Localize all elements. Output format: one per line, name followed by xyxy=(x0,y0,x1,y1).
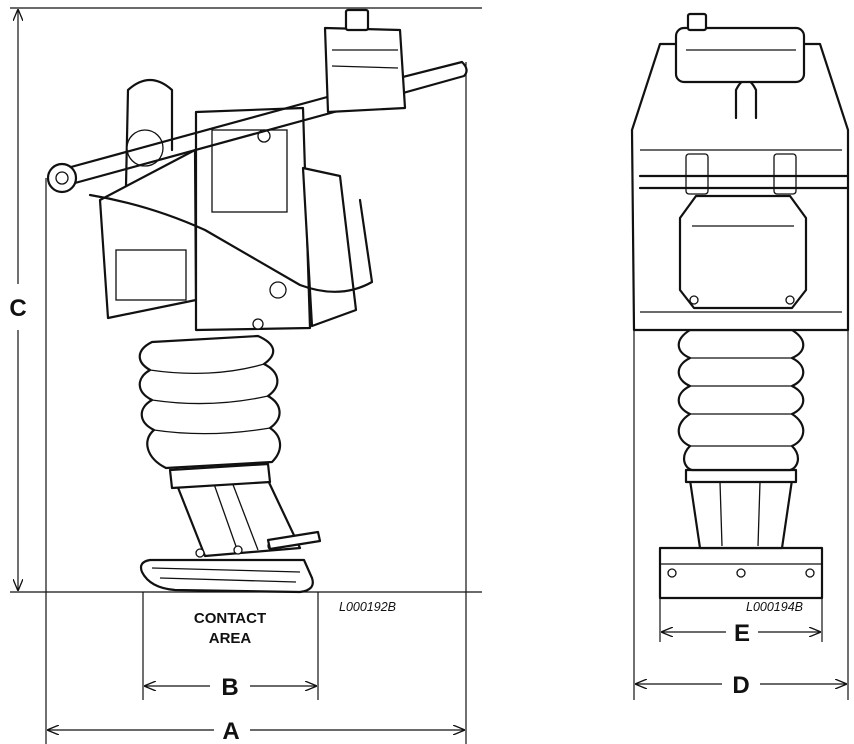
front-view-rammer xyxy=(630,12,850,600)
front-view-reference-code: L000194B xyxy=(746,600,803,614)
dimension-lines xyxy=(10,7,849,744)
dimension-c-label: C xyxy=(9,295,26,322)
labels: C A B D E CONTACT AREA L000192B L000194B xyxy=(9,295,803,744)
dimension-b-label: B xyxy=(221,674,238,701)
dimension-a-label: A xyxy=(222,718,239,744)
dimension-e-label: E xyxy=(734,620,750,647)
dimension-d-label: D xyxy=(732,672,749,699)
contact-area-label-line1: CONTACT xyxy=(194,610,266,627)
side-view-rammer xyxy=(46,8,468,594)
side-view-reference-code: L000192B xyxy=(339,600,396,614)
contact-area-label-line2: AREA xyxy=(209,630,252,647)
